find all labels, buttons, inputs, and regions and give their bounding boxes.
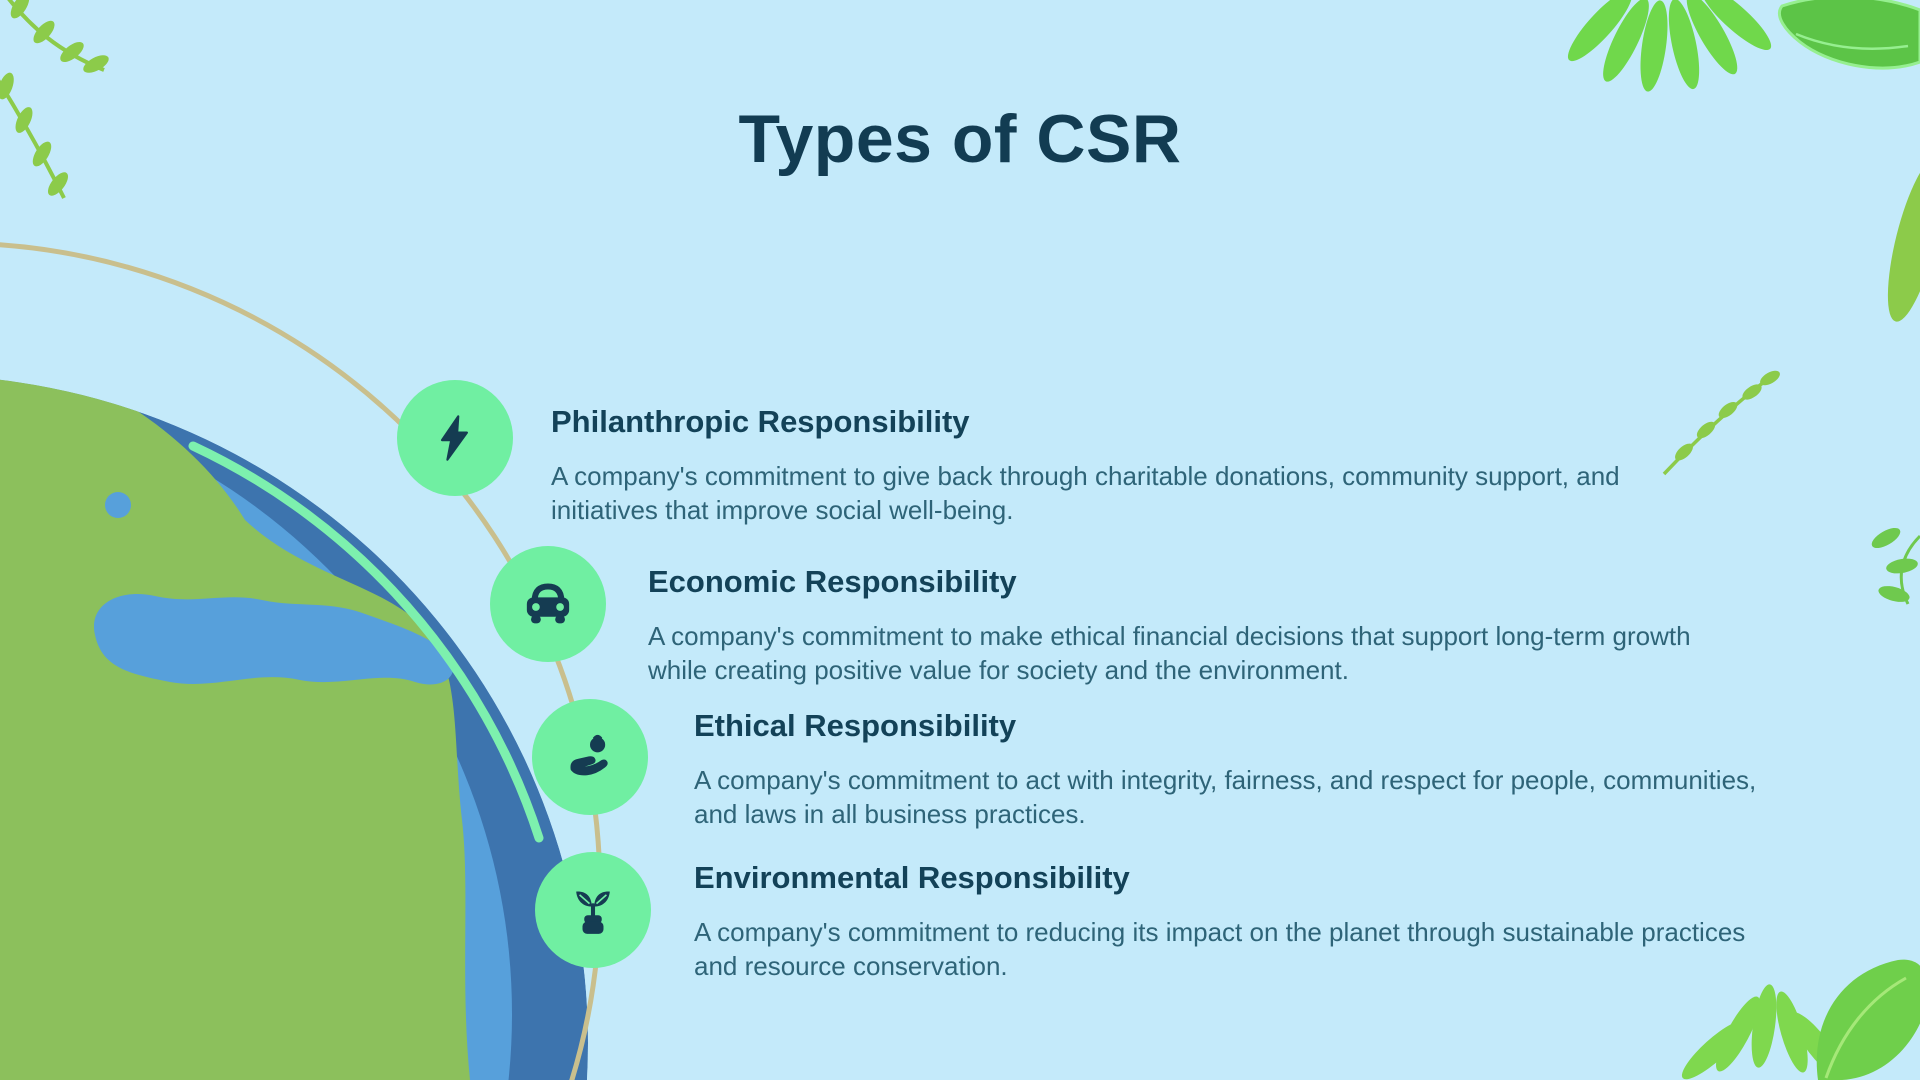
item-description-line: initiatives that improve social well-bei… bbox=[551, 495, 1014, 525]
large-leaf-bottom-right-icon bbox=[1816, 959, 1920, 1080]
icon-badge-philanthropic bbox=[397, 380, 513, 496]
item-description-line: while creating positive value for societ… bbox=[648, 655, 1349, 685]
item-description-line: A company's commitment to make ethical f… bbox=[648, 621, 1691, 651]
leaf-cluster-right-icon bbox=[1871, 527, 1920, 605]
icon-badge-economic bbox=[490, 546, 606, 662]
slide-title: Types of CSR bbox=[738, 101, 1182, 177]
item-description-line: and resource conservation. bbox=[694, 951, 1008, 981]
item-description-line: A company's commitment to give back thro… bbox=[551, 461, 1620, 491]
plant-sprout-icon bbox=[576, 891, 610, 934]
csr-item-philanthropic: Philanthropic Responsibility A company's… bbox=[551, 403, 1620, 527]
lightning-bolt-icon bbox=[440, 415, 468, 461]
csr-item-economic: Economic Responsibility A company's comm… bbox=[648, 563, 1691, 687]
csr-item-ethical: Ethical Responsibility A company's commi… bbox=[694, 707, 1756, 831]
sprig-leaves-top-left-icon bbox=[0, 0, 109, 199]
sprig-leaves-right-icon bbox=[1662, 370, 1780, 476]
hand-holding-money-bag-icon bbox=[570, 734, 608, 776]
item-heading: Environmental Responsibility bbox=[694, 860, 1130, 895]
icon-badge-environmental bbox=[535, 852, 651, 968]
item-heading: Ethical Responsibility bbox=[694, 708, 1017, 743]
icon-badge-ethical bbox=[532, 699, 648, 815]
item-heading: Philanthropic Responsibility bbox=[551, 404, 970, 439]
wavy-leaf-top-right-icon bbox=[1777, 0, 1920, 70]
csr-item-environmental: Environmental Responsibility A company's… bbox=[694, 859, 1745, 983]
item-description-line: A company's commitment to reducing its i… bbox=[694, 917, 1746, 947]
earth-rim-highlight bbox=[188, 441, 544, 843]
earth-globe-icon bbox=[0, 375, 588, 1080]
item-description-line: and laws in all business practices. bbox=[694, 799, 1086, 829]
item-heading: Economic Responsibility bbox=[648, 564, 1017, 599]
item-description-line: A company's commitment to act with integ… bbox=[694, 765, 1757, 795]
palm-frond-top-right-icon bbox=[1567, 0, 1772, 92]
car-icon bbox=[526, 583, 570, 624]
side-leaf-right-icon bbox=[1887, 158, 1920, 322]
